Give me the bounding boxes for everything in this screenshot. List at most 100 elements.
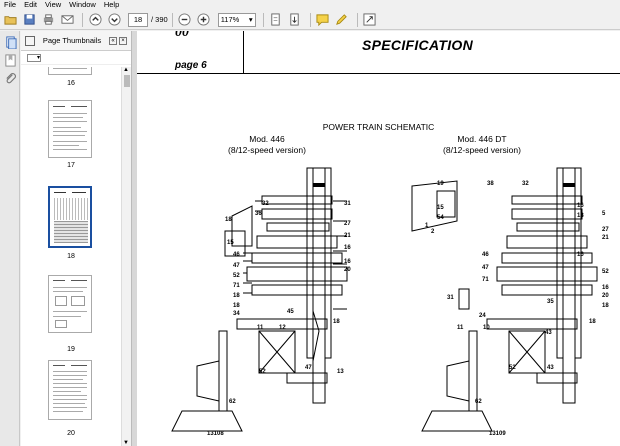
- right-callout: 10: [483, 325, 490, 331]
- right-callout: 18: [589, 319, 596, 325]
- left-callout: 31: [344, 201, 351, 207]
- print-icon: [43, 14, 53, 25]
- highlight-button[interactable]: [334, 12, 350, 28]
- thumbnail-scrollbar[interactable]: ▲ ▼: [121, 67, 131, 446]
- zoom-select[interactable]: 117%▾: [217, 12, 256, 27]
- thumbnail-page[interactable]: [48, 67, 92, 75]
- left-callout: 71: [233, 283, 240, 289]
- left-callout: 52: [259, 369, 266, 375]
- left-callout: 27: [344, 221, 351, 227]
- thumbnail-page[interactable]: [48, 275, 92, 333]
- paperclip-icon: [5, 72, 16, 83]
- transfer-gear-right: [436, 190, 456, 218]
- gear-stack-left: [246, 195, 348, 296]
- zoom-value: 117%: [220, 15, 240, 24]
- right-callout: 24: [479, 313, 486, 319]
- right-callout: 38: [487, 181, 494, 187]
- bookmark-icon: [4, 53, 16, 67]
- right-callout: 54: [437, 215, 444, 221]
- left-callout: 16: [344, 245, 351, 251]
- left-callout: 20: [344, 267, 351, 273]
- diagram-title: POWER TRAIN SCHEMATIC: [322, 122, 435, 132]
- left-callout: 18: [233, 303, 240, 309]
- lower-gear-right: [536, 372, 578, 384]
- right-callout: 15: [437, 205, 444, 211]
- plus-icon: [197, 13, 210, 26]
- section-number: 00: [175, 31, 189, 40]
- thumbnail-page-selected[interactable]: [48, 186, 92, 248]
- right-callout: 71: [482, 277, 489, 283]
- left-callout: 45: [287, 309, 294, 315]
- right-callout: 18: [577, 213, 584, 219]
- zoom-out-button[interactable]: [177, 12, 193, 28]
- thumbnails-nav-button[interactable]: [3, 35, 17, 49]
- panel-title-icon: [25, 35, 35, 46]
- thumbnail-label: 20: [67, 430, 75, 437]
- right-drawing-ref: 13109: [489, 431, 506, 437]
- comment-button[interactable]: [315, 12, 331, 28]
- folder-icon: [3, 16, 17, 25]
- left-callout: 13: [337, 369, 344, 375]
- thumbnail-label: 19: [67, 346, 75, 353]
- minus-icon: [178, 13, 191, 26]
- right-callout: 16: [577, 252, 584, 258]
- previous-page-button[interactable]: [87, 12, 103, 28]
- expand-button[interactable]: [362, 12, 378, 28]
- thumbnail-page[interactable]: [48, 100, 92, 158]
- close-panel-icon[interactable]: ×: [118, 36, 127, 45]
- right-callout: 35: [547, 299, 554, 305]
- menu-view[interactable]: View: [45, 0, 62, 9]
- menu-window[interactable]: Window: [69, 0, 96, 9]
- collapse-panel-icon[interactable]: «: [108, 36, 117, 45]
- scroll-up-arrow[interactable]: ▲: [123, 67, 129, 73]
- base-right: [421, 410, 493, 432]
- left-callout: 18: [225, 217, 232, 223]
- page-number-input[interactable]: 18: [128, 12, 148, 27]
- print-button[interactable]: [40, 12, 56, 28]
- scroll-down-arrow[interactable]: ▼: [123, 440, 129, 446]
- thumbnail-label: 17: [67, 162, 75, 169]
- left-callout: 12: [279, 325, 286, 331]
- next-page-button[interactable]: [106, 12, 122, 28]
- left-callout: 47: [305, 365, 312, 371]
- save-button[interactable]: [21, 12, 37, 28]
- bookmarks-nav-button[interactable]: [3, 53, 17, 67]
- scroll-page-icon: [290, 13, 299, 26]
- gearbox-cross-right: [508, 330, 546, 374]
- zoom-in-button[interactable]: [196, 12, 212, 28]
- transfer-box-right: [411, 180, 458, 232]
- left-callout: 16: [344, 259, 351, 265]
- panel-options[interactable]: ▾: [21, 51, 131, 65]
- shaft-band-left: [313, 183, 325, 187]
- menu-edit[interactable]: Edit: [24, 0, 38, 9]
- menu-help[interactable]: Help: [103, 0, 120, 9]
- email-button[interactable]: [59, 12, 75, 28]
- right-callout: 46: [482, 252, 489, 258]
- pulley-left: [196, 360, 220, 402]
- attachments-nav-button[interactable]: [3, 71, 17, 85]
- toolbar-separator: [356, 12, 358, 27]
- right-callout: 43: [547, 365, 554, 371]
- left-callout: 18: [333, 319, 340, 325]
- thumbnail-page[interactable]: [48, 360, 92, 420]
- gear-stack-right: [496, 195, 598, 296]
- left-callout: 46: [233, 252, 240, 258]
- left-callout: 52: [233, 273, 240, 279]
- scrollbar-thumb[interactable]: [124, 75, 130, 87]
- scroll-mode-button[interactable]: [287, 12, 303, 28]
- dt-shaft-right: [458, 288, 470, 310]
- right-callout: 18: [602, 303, 609, 309]
- open-folder-button[interactable]: [2, 12, 18, 28]
- panel-splitter[interactable]: [132, 31, 137, 446]
- base-left: [171, 410, 243, 432]
- right-callout: 16: [577, 203, 584, 209]
- envelope-icon: [60, 15, 74, 24]
- fit-page-button[interactable]: [268, 12, 284, 28]
- pages-icon: [5, 35, 17, 49]
- right-callout: 19: [437, 181, 444, 187]
- gearbox-cross-left: [258, 330, 296, 374]
- right-callout: 11: [457, 325, 464, 331]
- left-callout: 62: [229, 399, 236, 405]
- arrow-up-icon: [88, 13, 102, 26]
- menu-file[interactable]: File: [4, 0, 17, 9]
